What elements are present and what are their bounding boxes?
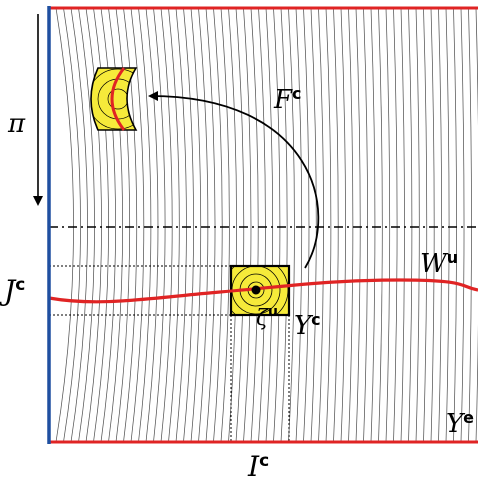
label-Ye: Ye [446,408,474,439]
leaf-line [438,8,442,442]
leaf-line [55,8,74,442]
leaf-line [153,8,166,442]
leaf-line [100,8,116,442]
leaf-line [273,8,281,442]
lens-arc [91,68,136,130]
leaf-line [123,8,138,442]
leaf-line [235,8,245,442]
curve-Wu [48,278,478,304]
leaf-line [378,8,383,442]
leaf-line [430,8,435,442]
leaf-line [393,8,398,442]
label-Yc: Yc [294,310,321,341]
leaf-line [228,8,237,442]
leaf-line [168,8,180,442]
leaf-line [355,8,361,442]
label-W: Wu [420,248,458,279]
leaf-line [63,8,81,442]
label-pi: π [7,109,26,139]
leaf-line [130,8,145,442]
leaf-line [288,8,295,442]
leaf-line [348,8,354,442]
leaf-line [160,8,173,442]
leaf-line [198,8,209,442]
center-leaves [55,8,478,442]
leaf-line [265,8,274,442]
leaf-line [303,8,310,442]
leaf-line [108,8,123,442]
projection-lines [49,265,290,442]
leaf-line [115,8,131,442]
leaf-line [138,8,152,442]
leaf-line [408,8,413,442]
leaf-line [243,8,252,442]
leaf-line [340,8,346,442]
point-zeta [251,285,261,295]
label-zeta: ζu [256,304,278,331]
leaf-line [78,8,95,442]
leaf-line [475,8,478,442]
leaf-line [460,8,465,442]
label-J: Jc [0,274,25,307]
leaf-line [70,8,88,442]
leaf-line [468,8,472,442]
leaf-line [183,8,194,442]
leaf-line [453,8,457,442]
leaf-line [423,8,428,442]
leaf-line [385,8,391,442]
leaf-line [220,8,230,442]
leaf-line [400,8,405,442]
leaf-line [318,8,324,442]
lens-red-curve [110,67,126,131]
leaf-line [333,8,339,442]
lens-image [90,67,138,131]
leaf-line [280,8,288,442]
label-F: Fc [273,84,302,115]
leaf-line [190,8,202,442]
leaf-line [250,8,259,442]
leaf-line [295,8,303,442]
leaf-line [415,8,420,442]
leaf-line [370,8,376,442]
leaf-line [363,8,368,442]
leaf-line [310,8,317,442]
leaf-line [258,8,266,442]
leaf-line [175,8,187,442]
arrow-F [148,91,320,269]
label-I: Ic [247,450,269,483]
leaf-line [93,8,109,442]
leaf-line [85,8,102,442]
leaf-line [213,8,223,442]
leaf-line [325,8,332,442]
leaf-line [205,8,216,442]
leaf-line [145,8,159,442]
leaf-line [445,8,450,442]
